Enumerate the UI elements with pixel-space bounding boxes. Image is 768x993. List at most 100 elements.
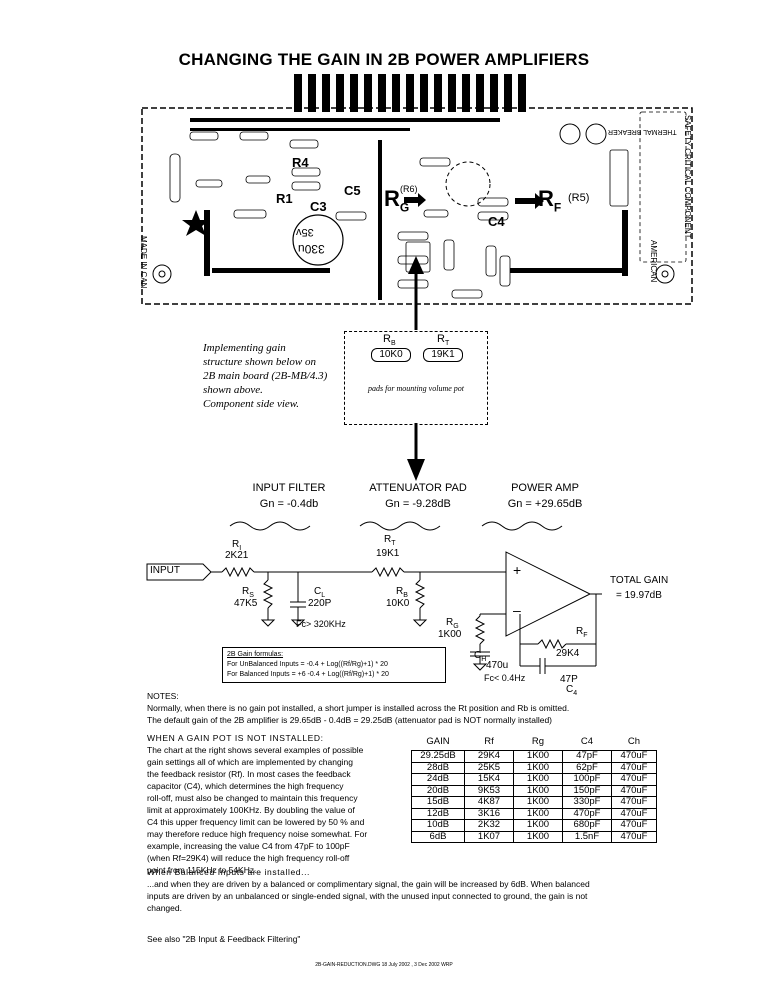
fc-feedback: Fc< 0.4Hz — [484, 673, 526, 683]
table-cell: 470uF — [611, 784, 657, 797]
resistor-rs — [262, 579, 274, 609]
rg-value: 1K00 — [438, 629, 462, 640]
cap-voltage: 35v — [296, 226, 314, 238]
balanced-section: When Balanced Inputs are installed... ..… — [147, 866, 667, 914]
table-cell: 470uF — [611, 750, 657, 763]
rf-label: RF — [576, 626, 588, 639]
table-cell: 100pF — [562, 773, 612, 786]
table-cell: 28dB — [411, 761, 465, 774]
stage-gain: Gn = -0.4db — [259, 498, 319, 510]
stage-name: POWER AMP — [511, 482, 579, 494]
no-pot-section: WHEN A GAIN POT IS NOT INSTALLED: The ch… — [147, 732, 407, 876]
table-cell: 680pF — [562, 819, 612, 832]
brace-attenuator — [359, 521, 441, 531]
table-cell: 3K16 — [464, 807, 514, 820]
table-row: 10dB 2K32 1K00 680pF 470uF — [411, 819, 657, 832]
table-cell: 1K00 — [513, 784, 563, 797]
table-cell: 12dB — [411, 807, 465, 820]
no-pot-line: gain settings all of which are implement… — [147, 757, 354, 767]
table-row: 12dB 3K16 1K00 470pF 470uF — [411, 807, 657, 820]
table-row: 28dB 25K5 1K00 62pF 470uF — [411, 761, 657, 774]
cap-value: 330u — [298, 242, 325, 256]
balanced-line: inputs are driven by an unbalanced or si… — [147, 891, 588, 901]
no-pot-line: roll-off, must also be changed to mainta… — [147, 793, 358, 803]
table-cell: 470uF — [611, 819, 657, 832]
column-header: Ch — [627, 736, 641, 747]
fc-filter: Fc> 320KHz — [296, 619, 346, 629]
table-cell: 62pF — [562, 761, 612, 774]
board-description: Implementing gain structure shown below … — [203, 341, 353, 411]
table-cell: 4K87 — [464, 796, 514, 809]
made-in-label: MADE IN CAN — [139, 236, 148, 289]
table-cell: 47pF — [562, 750, 612, 763]
notes-line: Normally, when there is no gain pot inst… — [147, 703, 570, 713]
table-cell: 1K00 — [513, 819, 563, 832]
rs-label: RS — [242, 586, 254, 599]
table-cell: 1.5nF — [562, 830, 612, 843]
input-flag — [146, 563, 212, 581]
no-pot-line: limit at approximately 100KHz. By doubli… — [147, 805, 355, 815]
ri-value: 2K21 — [225, 550, 249, 561]
rt-value: 19K1 — [376, 548, 400, 559]
stage-input-filter: INPUT FILTER Gn = -0.4db — [214, 482, 364, 510]
column-header: Rg — [531, 736, 545, 747]
pad-rt-value: 19K1 — [423, 348, 463, 362]
stage-gain: Gn = +29.65dB — [507, 498, 583, 510]
table-cell: 470uF — [611, 830, 657, 843]
page-title: CHANGING THE GAIN IN 2B POWER AMPLIFIERS — [178, 50, 590, 69]
ch-label: CH — [474, 650, 487, 663]
stage-name: ATTENUATOR PAD — [369, 482, 467, 494]
label-rf-ref: (R5) — [568, 192, 590, 204]
cl-value: 220P — [308, 598, 332, 609]
table-cell: 29K4 — [464, 750, 514, 763]
column-header: C4 — [580, 736, 594, 747]
table-cell: 150pF — [562, 784, 612, 797]
balanced-line: changed. — [147, 903, 182, 913]
label-rg-ref: (R6) — [400, 184, 418, 194]
stage-gain: Gn = -9.28dB — [385, 498, 451, 510]
rt-label: RT — [384, 534, 396, 547]
ch-value: 470u — [486, 660, 509, 671]
volume-pot-pads-box — [344, 331, 488, 425]
description-line: Component side view. — [203, 398, 300, 410]
thermal-label: THERMAL BREAKER — [608, 128, 677, 135]
description-line: 2B main board (2B-MB/4.3) — [203, 370, 328, 382]
c4-label: C4 — [566, 684, 578, 697]
stage-attenuator-pad: ATTENUATOR PAD Gn = -9.28dB — [343, 482, 493, 510]
ri-label: RI — [232, 539, 242, 552]
circuit-board-diagram — [141, 74, 693, 330]
gain-formulas-box: 2B Gain formulas: For UnBalanced Inputs … — [222, 647, 446, 683]
table-cell: 1K00 — [513, 807, 563, 820]
table-cell: 1K00 — [513, 773, 563, 786]
notes-heading: NOTES: — [147, 691, 179, 701]
pads-caption: pads for mounting volume pot — [368, 384, 464, 393]
resistor-rt — [371, 566, 405, 578]
table-cell: 20dB — [411, 784, 465, 797]
footer: 2B-GAIN-REDUCTION.DWG 18 July 2002 , 3 D… — [315, 962, 453, 968]
label-rg: RG — [384, 186, 410, 215]
table-cell: 470uF — [611, 807, 657, 820]
no-pot-heading: WHEN A GAIN POT IS NOT INSTALLED: — [147, 733, 324, 743]
pad-rb-label: RB — [383, 333, 396, 348]
gain-table: GAIN Rf Rg C4 Ch 29.25dB 29K4 1K00 47pF … — [411, 736, 657, 843]
pad-rt-label: RT — [437, 333, 450, 348]
table-cell: 10dB — [411, 819, 465, 832]
label-rf: RF — [538, 186, 562, 215]
table-cell: 470uF — [611, 796, 657, 809]
rb-value: 10K0 — [386, 598, 410, 609]
no-pot-line: C4 this upper frequency limit can be low… — [147, 817, 365, 827]
table-cell: 1K00 — [513, 796, 563, 809]
notes-line: The default gain of the 2B amplifier is … — [147, 715, 553, 725]
no-pot-line: may therefore reduce high frequency nois… — [147, 829, 368, 839]
opamp — [505, 551, 592, 637]
rf-value: 29K4 — [556, 648, 580, 659]
pad-rb-value: 10K0 — [371, 348, 411, 362]
formula-unbalanced: For UnBalanced Inputs = -0.4 + Log((Rf/R… — [227, 661, 388, 668]
table-cell: 470uF — [611, 773, 657, 786]
cl-label: CL — [314, 586, 326, 599]
table-cell: 1K00 — [513, 761, 563, 774]
no-pot-line: point from 115KHz to 54KHz. — [147, 865, 257, 875]
formulas-heading: 2B Gain formulas: — [227, 651, 284, 658]
column-header: Rf — [484, 736, 494, 747]
resistor-rg — [474, 615, 486, 645]
